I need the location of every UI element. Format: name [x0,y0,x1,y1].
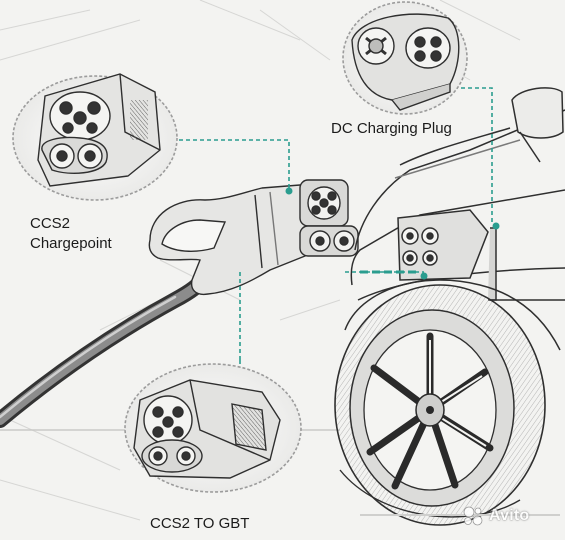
ccs2-chargepoint-label-line1: CCS2 [30,215,71,232]
car-wheel [334,284,560,526]
avito-watermark: Avito [462,503,562,529]
dc-charging-plug-bubble [342,1,468,115]
ccs2-charge-handle [148,179,359,296]
ccs2-to-gbt-bubble [124,363,302,493]
ccs2-to-gbt-label: CCS2 TO GBT [150,515,250,532]
electric-car-sketch [344,87,565,351]
dc-charging-plug-label: DC Charging Plug [331,120,452,137]
avito-dots-logo-icon [463,506,483,526]
ccs2-chargepoint-label-line2: Chargepoint [30,235,112,252]
avito-watermark-text: Avito [489,507,530,524]
ccs2-chargepoint-bubble [12,73,178,201]
